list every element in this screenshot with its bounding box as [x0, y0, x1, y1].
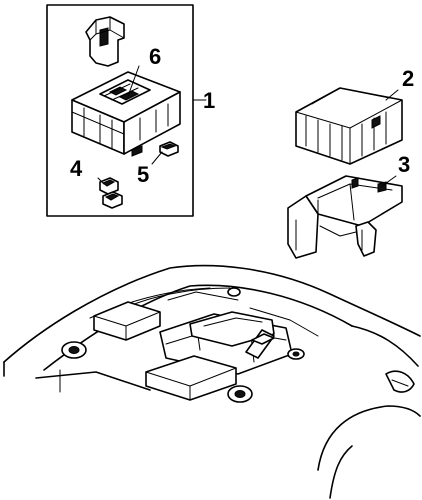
callout-5: 5: [137, 162, 149, 187]
relay-part-4: [99, 177, 123, 209]
box-cover-part-2: [295, 87, 403, 165]
bracket-part-3: [287, 175, 403, 259]
callout-4: 4: [70, 156, 83, 181]
callout-1: 1: [203, 88, 215, 113]
leader-lines: [97, 65, 399, 187]
callout-6: 6: [149, 44, 161, 69]
relay-box-cover: [85, 16, 125, 67]
relay-fuse-box: [71, 71, 181, 157]
callout-2: 2: [402, 66, 414, 91]
callout-3: 3: [398, 152, 410, 177]
fuse-part-5: [159, 141, 179, 157]
relay-box-assembly-frame: [46, 4, 194, 217]
vehicle-engine-bay: [3, 264, 421, 499]
